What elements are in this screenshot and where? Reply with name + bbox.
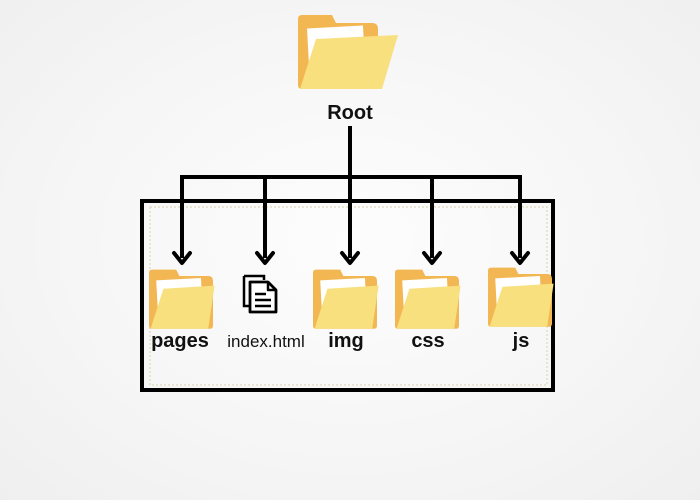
img-folder-icon: [313, 269, 379, 329]
root-label: Root: [327, 102, 373, 124]
pages-label: pages: [151, 330, 209, 352]
img-label: img: [328, 330, 364, 352]
arrow-to-js: [510, 175, 530, 265]
arrow-to-index-html: [255, 175, 275, 265]
root-folder-icon: [298, 15, 398, 89]
arrow-to-pages: [172, 175, 192, 265]
arrow-to-img: [340, 175, 360, 265]
children-container: [140, 199, 555, 392]
css-folder-icon: [395, 269, 461, 329]
arrow-to-css: [422, 175, 442, 265]
pages-folder-icon: [149, 269, 215, 329]
index-html-label: index.html: [227, 332, 305, 351]
js-label: js: [512, 330, 530, 352]
css-label: css: [411, 330, 445, 352]
js-folder-icon: [488, 267, 554, 327]
index-html-document-icon: [242, 274, 278, 314]
